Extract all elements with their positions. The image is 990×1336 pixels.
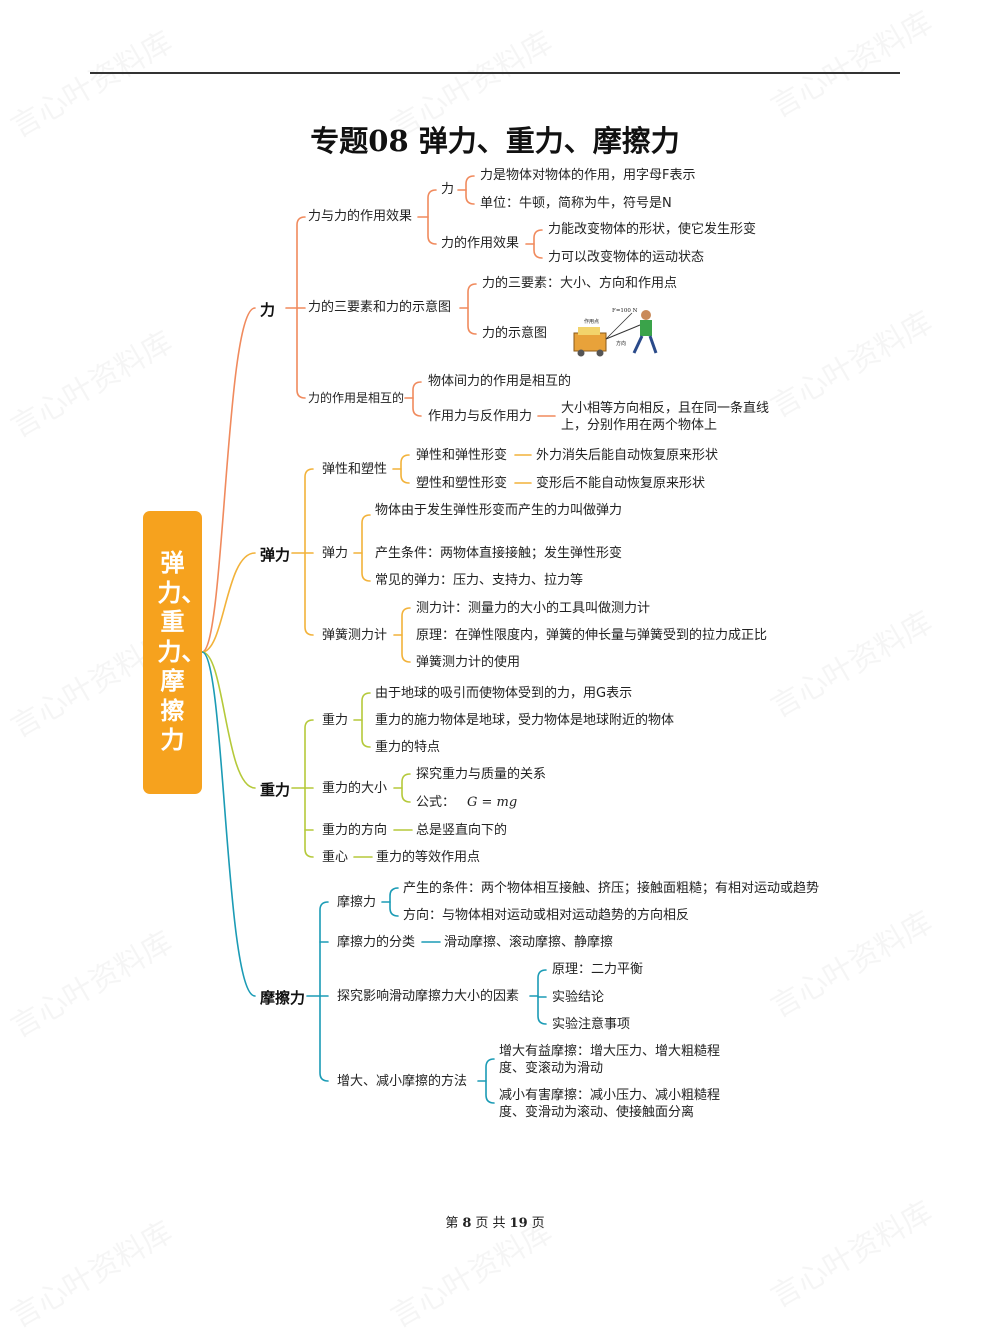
elastic-meter-m2: 原理：在弹性限度内，弹簧的伸长量与弹簧受到的拉力成正比: [416, 628, 768, 643]
gravity-size-s1: 探究重力与质量的关系: [416, 767, 547, 782]
friction-f: 摩擦力: [337, 895, 377, 910]
header-rule: [90, 72, 900, 74]
gravity-center: 重心: [322, 850, 349, 865]
friction-f2: 方向：与物体相对运动或相对运动趋势的方向相反: [403, 908, 690, 923]
force-three-elements: 力的三要素：大小、方向和作用点: [482, 276, 678, 291]
friction-f1: 产生的条件：两个物体相互接触、挤压；接触面粗糙；有相对运动或趋势: [403, 881, 820, 896]
footer-page-number: 8: [462, 1216, 472, 1231]
force-mutual: 力的作用是相互的: [308, 391, 405, 405]
elastic-e2-desc: 变形后不能自动恢复原来形状: [536, 476, 706, 491]
root-node: 弹力、重力、摩擦力: [143, 511, 206, 794]
gravity-g3: 重力的特点: [375, 740, 441, 755]
person-head: [641, 310, 651, 320]
footer-suffix: 页: [531, 1216, 545, 1231]
friction-types-desc: 滑动摩擦、滚动摩擦、静摩擦: [444, 935, 614, 950]
friction-explore-e3: 实验注意事项: [552, 1017, 631, 1032]
branch-gravity: 重力: [260, 781, 291, 799]
branch-force: 力: [260, 301, 276, 319]
elastic-force-def: 物体由于发生弹性形变而产生的力叫做弹力: [375, 503, 623, 518]
force-effect-shape: 力能改变物体的形状，使它发生形变: [548, 222, 757, 237]
person-body: [640, 320, 652, 336]
cart-wheel: [577, 349, 585, 357]
elastic-e1-desc: 外力消失后能自动恢复原来形状: [536, 448, 719, 463]
elastic-elasticity: 弹性和塑性: [322, 462, 388, 477]
rope: [605, 324, 641, 340]
gravity-g2: 重力的施力物体是地球，受力物体是地球附近的物体: [375, 713, 675, 728]
friction-explore-e1: 原理：二力平衡: [552, 962, 644, 977]
gravity-size: 重力的大小: [322, 781, 388, 796]
force-mutual-pair: 作用力与反作用力: [428, 409, 533, 424]
person-leg: [648, 335, 658, 354]
elastic-meter-m1: 测力计：测量力的大小的工具叫做测力计: [416, 601, 651, 616]
force-effect-motion: 力可以改变物体的运动状态: [548, 250, 705, 265]
gravity-direction-desc: 总是竖直向下的: [416, 823, 508, 838]
gravity-g1: 由于地球的吸引而使物体受到的力，用G表示: [375, 686, 633, 701]
elastic-meter: 弹簧测力计: [322, 628, 388, 643]
branch-friction: 摩擦力: [260, 989, 306, 1007]
branch-elastic: 弹力: [260, 546, 291, 564]
force-unit: 单位：牛顿，简称为牛，符号是N: [480, 196, 672, 211]
illus-point-label: 作用点: [584, 318, 599, 325]
force-effect: 力与力的作用效果: [308, 209, 413, 224]
elastic-force-common: 常见的弹力：压力、支持力、拉力等: [375, 573, 584, 588]
gravity-center-desc: 重力的等效作用点: [376, 850, 481, 865]
gravity-g: 重力: [322, 713, 349, 728]
gravity-size-s2: 公式：: [416, 795, 456, 810]
force-sub: 力: [441, 182, 455, 197]
illus-dir-label: 方向: [616, 340, 626, 347]
person-leg: [632, 335, 644, 354]
force-effects: 力的作用效果: [441, 236, 520, 251]
root-label: 弹力、重力、摩擦力: [157, 549, 206, 755]
force-elements: 力的三要素和力的示意图: [308, 300, 452, 315]
elastic-e2: 塑性和塑性形变: [416, 476, 508, 491]
elastic-force: 弹力: [322, 546, 349, 561]
friction-types: 摩擦力的分类: [337, 935, 416, 950]
footer-mid: 页 共: [475, 1216, 506, 1231]
force-diagram-illustration: F=100 N 作用点 方向: [573, 308, 658, 357]
friction-methods-m2: 减小有害摩擦：减小压力、减小粗糙程度、变滑动为滚动、使接触面分离: [499, 1088, 721, 1120]
gravity-formula: G = mg: [467, 795, 518, 810]
force-mutual-pair-desc: 大小相等方向相反，且在同一条直线上，分别作用在两个物体上: [561, 401, 770, 433]
force-diagram: 力的示意图: [482, 326, 548, 341]
cart-load: [578, 327, 600, 335]
friction-methods-m1: 增大有益摩擦：增大压力、增大粗糙程度、变滚动为滑动: [499, 1044, 721, 1076]
cart-wheel: [596, 349, 604, 357]
page-title: 专题08 弹力、重力、摩擦力: [310, 124, 680, 158]
illus-force-label: F=100 N: [612, 308, 638, 314]
friction-methods: 增大、减小摩擦的方法: [337, 1074, 468, 1089]
footer-prefix: 第: [445, 1216, 459, 1231]
elastic-meter-m3: 弹簧测力计的使用: [416, 655, 521, 670]
footer-total-pages: 19: [509, 1216, 528, 1231]
force-arrow: [605, 312, 633, 340]
force-mutual-between: 物体间力的作用是相互的: [428, 374, 572, 389]
cart-box: [573, 332, 607, 352]
force-def: 力是物体对物体的作用，用字母F表示: [480, 168, 696, 183]
gravity-direction: 重力的方向: [322, 823, 388, 838]
elastic-force-cond: 产生条件：两物体直接接触；发生弹性形变: [375, 546, 623, 561]
friction-explore: 探究影响滑动摩擦力大小的因素: [337, 989, 520, 1004]
friction-explore-e2: 实验结论: [552, 990, 605, 1005]
elastic-e1: 弹性和弹性形变: [416, 448, 508, 463]
